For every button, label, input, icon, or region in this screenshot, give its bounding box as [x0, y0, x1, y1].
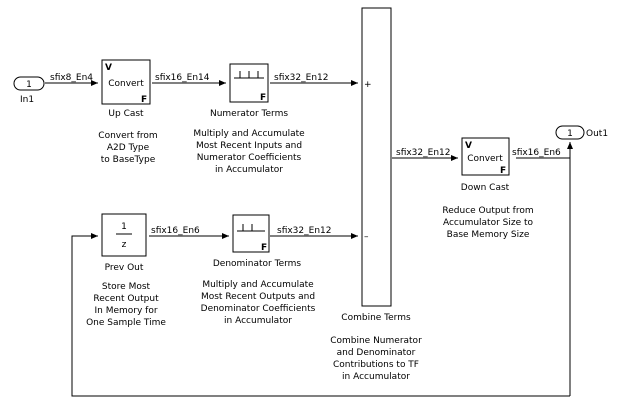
annotation-line: Denominator Coefficients: [201, 304, 316, 314]
plus-sign: +: [364, 80, 372, 90]
wire-feedback-loop: [71, 233, 570, 397]
annotation-line: Accumulator Size to: [443, 218, 534, 228]
annotation-line: In Memory for: [94, 306, 157, 316]
annotation-line: Recent Output: [93, 294, 159, 304]
annotation-down-cast: Reduce Output from Accumulator Size to B…: [442, 206, 533, 240]
annotation-line: A2D Type: [107, 143, 150, 153]
f-glyph-icon: F: [261, 243, 267, 253]
annotation-line: Numerator Coefficients: [197, 153, 302, 163]
f-glyph-icon: F: [141, 95, 147, 105]
down-cast-block[interactable]: V Convert F Down Cast: [461, 137, 510, 193]
up-cast-label: Up Cast: [108, 109, 144, 119]
tapped-delay-icon: [237, 224, 265, 232]
in1-port-label: In1: [20, 95, 34, 105]
annotation-line: Store Most: [102, 282, 151, 292]
combine-terms-label: Combine Terms: [341, 313, 411, 323]
numerator-terms-shape[interactable]: [229, 63, 269, 103]
prev-out-block[interactable]: 1 z Prev Out: [101, 213, 147, 273]
tapped-delay-icon: [234, 71, 264, 79]
denominator-terms-shape[interactable]: [232, 214, 270, 253]
out1-port[interactable]: 1 Out1: [555, 125, 608, 140]
numerator-terms-block[interactable]: F Numerator Terms: [210, 63, 288, 119]
annotation-line: in Accumulator: [342, 372, 410, 382]
unit-delay-numerator: 1: [121, 222, 127, 232]
annotation-line: Most Recent Inputs and: [196, 141, 302, 151]
prev-out-label: Prev Out: [105, 263, 144, 273]
f-glyph-icon: F: [260, 93, 266, 103]
annotation-line: Multiply and Accumulate: [193, 129, 305, 139]
signal-label: sfix32_En12: [274, 73, 328, 83]
minus-sign: –: [364, 232, 369, 242]
numerator-terms-label: Numerator Terms: [210, 109, 288, 119]
signal-label: sfix32_En12: [277, 226, 331, 236]
signal-label: sfix16_En14: [155, 73, 210, 83]
unit-delay-denominator: z: [122, 240, 127, 250]
down-cast-label: Down Cast: [461, 183, 510, 193]
annotation-line: One Sample Time: [86, 318, 166, 328]
up-cast-shape[interactable]: [101, 59, 151, 105]
signal-label: sfix32_En12: [396, 148, 450, 158]
denominator-terms-label: Denominator Terms: [213, 259, 302, 269]
combine-terms-block[interactable]: + – Combine Terms: [341, 7, 411, 323]
annotation-denominator: Multiply and Accumulate Most Recent Outp…: [201, 280, 316, 326]
annotation-numerator: Multiply and Accumulate Most Recent Inpu…: [193, 129, 305, 175]
annotation-line: Contributions to TF: [333, 360, 419, 370]
annotation-line: Most Recent Outputs and: [201, 292, 315, 302]
up-cast-text: Convert: [108, 79, 144, 89]
annotation-line: to BaseType: [101, 155, 156, 165]
annotation-up-cast: Convert from A2D Type to BaseType: [98, 131, 157, 165]
in1-port-number: 1: [26, 80, 32, 90]
denominator-terms-block[interactable]: F Denominator Terms: [213, 214, 302, 269]
out1-port-shape[interactable]: [555, 125, 585, 140]
annotation-line: in Accumulator: [224, 316, 292, 326]
signal-label: sfix16_En6: [512, 148, 561, 158]
in1-port[interactable]: 1 In1: [13, 76, 45, 105]
annotation-line: and Denominator: [337, 348, 416, 358]
v-glyph-icon: V: [105, 63, 112, 73]
annotation-line: Base Memory Size: [447, 230, 530, 240]
down-cast-shape[interactable]: [461, 137, 510, 176]
prev-out-shape[interactable]: [101, 213, 147, 257]
annotation-line: in Accumulator: [215, 165, 283, 175]
combine-terms-shape[interactable]: [361, 7, 392, 307]
out1-port-number: 1: [567, 129, 573, 139]
signal-label: sfix16_En6: [151, 226, 200, 236]
in1-port-shape[interactable]: [13, 76, 45, 91]
down-cast-text: Convert: [467, 154, 503, 164]
annotation-combine: Combine Numerator and Denominator Contri…: [330, 336, 422, 382]
f-glyph-icon: F: [500, 166, 506, 176]
signal-label: sfix8_En4: [50, 73, 93, 83]
up-cast-block[interactable]: V Convert F Up Cast: [101, 59, 151, 119]
annotation-line: Multiply and Accumulate: [202, 280, 314, 290]
annotation-prev-out: Store Most Recent Output In Memory for O…: [86, 282, 166, 328]
annotation-line: Reduce Output from: [442, 206, 533, 216]
out1-port-label: Out1: [586, 129, 608, 139]
annotation-line: Combine Numerator: [330, 336, 422, 346]
annotation-line: Convert from: [98, 131, 157, 141]
wires: [45, 80, 573, 397]
v-glyph-icon: V: [465, 141, 472, 151]
signal-labels: sfix8_En4 sfix16_En14 sfix32_En12 sfix32…: [50, 73, 561, 236]
